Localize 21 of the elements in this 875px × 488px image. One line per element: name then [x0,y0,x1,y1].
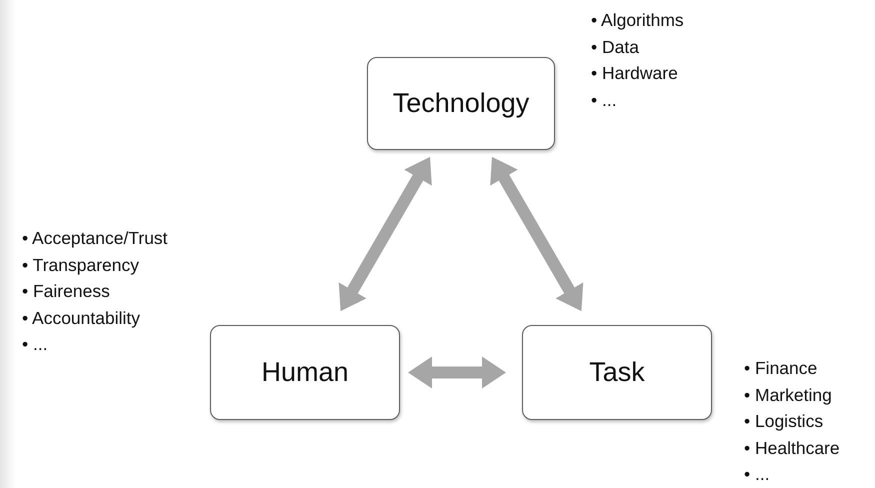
node-label: Technology [392,88,530,119]
process-box [367,57,555,150]
double-arrow [408,356,506,388]
bullet-item: • Healthcare [744,438,840,458]
bullet-item: • ... [22,334,48,354]
node-label: Task [589,357,645,388]
bullet-item: • ... [744,464,770,484]
node-label: Human [261,357,349,388]
bullet-item: • Faireness [22,281,110,301]
bullet-item: • Transparency [22,254,140,274]
process-box [522,325,712,420]
bullet-item: • Acceptance/Trust [22,228,168,248]
bullet-item: • Finance [744,358,818,378]
bullet-item: • Data [591,36,639,56]
bullet-item: • Algorithms [591,10,684,30]
bullet-item: • ... [591,90,617,110]
bullet-item: • Accountability [22,308,140,328]
bullet-item: • Logistics [744,411,824,431]
bullet-item: • Marketing [744,384,832,404]
process-box [210,325,400,420]
bullet-item: • Hardware [591,63,678,83]
